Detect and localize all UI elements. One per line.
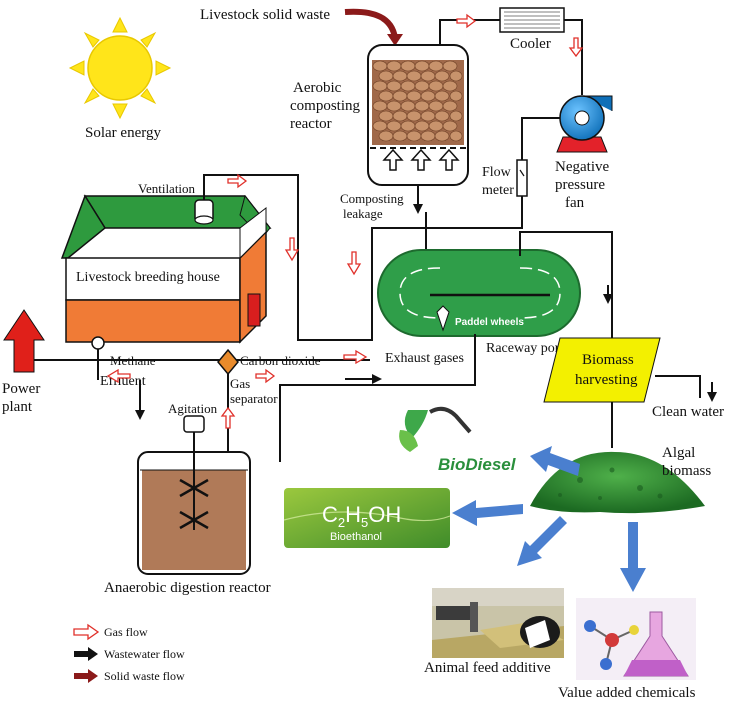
carbon-dioxide-label: Carbon dioxide — [240, 353, 321, 368]
animal-feed-photo — [432, 588, 564, 658]
cooler-unit — [499, 7, 565, 33]
negative-pressure-fan — [556, 95, 613, 153]
aerobic-label-3: reactor — [290, 116, 332, 132]
reactor-to-cooler-pipe — [439, 19, 500, 45]
sun-icon — [68, 16, 172, 120]
anaerobic-label: Anaerobic digestion reactor — [104, 580, 271, 596]
aerobic-label-2: composting — [290, 98, 360, 114]
power-plant-label-2: plant — [2, 399, 33, 415]
composting-leakage-label-2: leakage — [343, 206, 383, 221]
bioethanol-panel — [283, 488, 451, 548]
agitation-label: Agitation — [168, 401, 218, 416]
anaerobic-digestion-reactor — [137, 415, 251, 575]
cooler-to-fan-pipe — [564, 19, 583, 95]
exhaust-gases-label: Exhaust gases — [385, 351, 464, 366]
effluent-valve — [91, 336, 105, 350]
legend: Gas flow Wastewater flow Solid waste flo… — [73, 623, 185, 683]
bioethanol-label: Bioethanol — [330, 531, 382, 543]
cooler-label: Cooler — [510, 36, 551, 52]
gas-flow-arrows — [106, 13, 584, 429]
aerobic-label-1: Aerobic — [293, 80, 342, 96]
solid-waste-arrowhead — [387, 34, 403, 46]
ethanol-formula-label: C2H5OH — [322, 502, 401, 530]
animal-feed-label: Animal feed additive — [424, 660, 551, 676]
fan-to-flowmeter-pipe — [521, 117, 560, 160]
negative-label-3: fan — [565, 195, 585, 211]
digester-to-pond-pipe — [279, 334, 476, 462]
biomass-harvesting-box — [543, 337, 661, 403]
flow-meter-label-2: meter — [482, 183, 514, 198]
biomass-harvesting-label-2: harvesting — [575, 372, 638, 388]
value-added-chemicals-photo — [576, 598, 696, 680]
algal-biomass-label-1: Algal — [662, 445, 695, 461]
legend-wastewater-flow-icon — [74, 647, 98, 661]
biodiesel-label: BioDiesel — [438, 455, 517, 474]
biodiesel-logo-icon — [399, 406, 525, 484]
raceway-pond — [377, 249, 581, 337]
legend-wastewater-flow-label: Wastewater flow — [104, 647, 185, 661]
value-added-label: Value added chemicals — [558, 685, 696, 701]
ventilation-label: Ventilation — [138, 181, 196, 196]
legend-gas-flow-label: Gas flow — [104, 625, 148, 639]
gas-separator-label-2: separator — [230, 391, 278, 406]
biomass-harvesting-label-1: Biomass — [582, 352, 634, 368]
product-arrows — [452, 446, 646, 592]
negative-label-2: pressure — [555, 177, 605, 193]
gas-separator-label-1: Gas — [230, 376, 250, 391]
livestock-breeding-house — [60, 194, 272, 344]
flowmeter-return-pipe — [426, 196, 523, 229]
flow-meter — [516, 159, 528, 197]
solar-energy-label: Solar energy — [85, 125, 161, 141]
clean-water-label: Clean water — [652, 404, 724, 420]
aerobic-reactor — [367, 44, 469, 186]
power-plant-label-1: Power — [2, 381, 40, 397]
livestock-house-label: Livestock breeding house — [76, 270, 220, 285]
solid-waste-arrow — [344, 8, 398, 39]
composting-leakage-label-1: Composting — [340, 191, 404, 206]
flow-meter-label-1: Flow — [482, 165, 512, 180]
power-plant-arrow-icon — [3, 309, 45, 373]
livestock-solid-waste-label: Livestock solid waste — [200, 7, 330, 23]
algal-biomass-label-2: biomass — [662, 463, 711, 479]
negative-label-1: Negative — [555, 159, 609, 175]
clean-water-pipe — [655, 375, 701, 398]
legend-solid-waste-flow-label: Solid waste flow — [104, 669, 185, 683]
legend-solid-waste-flow-icon — [74, 669, 98, 683]
gas-separator-icon — [217, 348, 239, 376]
methane-label: Methane — [110, 353, 156, 368]
legend-gas-flow-icon — [73, 623, 100, 641]
paddle-wheels-label: Paddel wheels — [455, 317, 524, 328]
ventilation-pipe — [194, 174, 426, 341]
raceway-pond-label: Raceway pond — [486, 341, 569, 356]
